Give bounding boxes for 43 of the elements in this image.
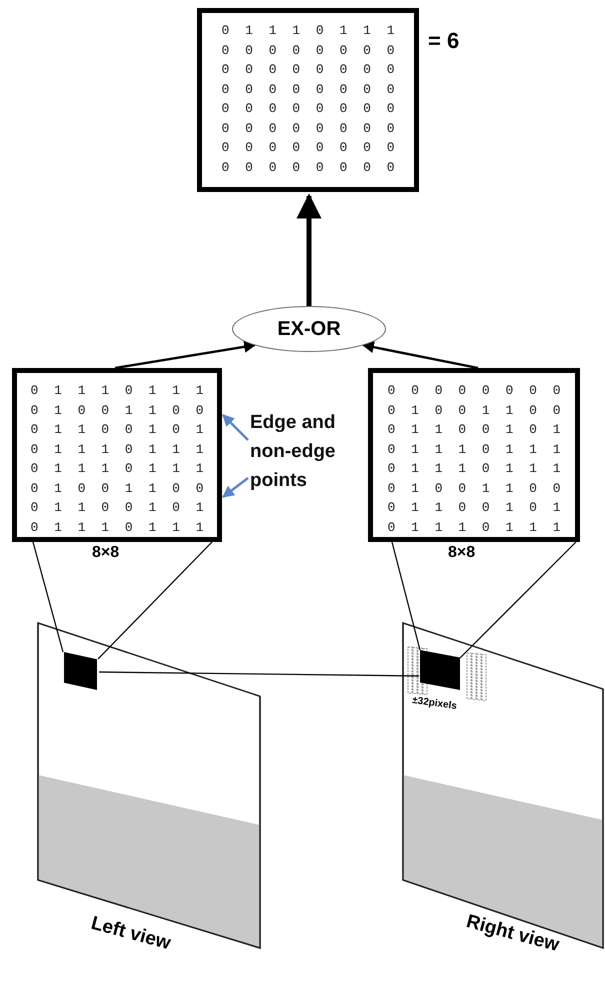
connector-line: [391, 541, 577, 659]
matrix-row-text: 0 1 1 1 0 1 1 1: [386, 518, 565, 536]
matrix-row-text: 0 1 0 0 1 1 0 0: [29, 402, 208, 420]
matrix-row-text: 0 0 0 0 0 0 0 0: [220, 158, 399, 176]
binary-matrix: [197, 8, 419, 192]
matrix-row-text: 0 0 0 0 0 0 0 0: [220, 120, 399, 138]
matrix-row-text: 0 1 1 0 0 1 0 1: [386, 421, 565, 439]
matrix-row-text: 0 0 0 0 0 0 0 0: [220, 61, 399, 79]
arrow: [222, 414, 249, 441]
matrix-row-text: 0 1 1 1 0 1 1 1: [386, 460, 565, 478]
matrix-row-text: 0 1 1 1 0 1 1 1: [29, 518, 208, 536]
binary-matrix: [12, 368, 222, 542]
thick-arrow: [296, 194, 322, 306]
matrix-row-text: 0 1 1 0 0 1 0 1: [29, 499, 208, 517]
view-label: Left view: [88, 912, 173, 956]
arrow: [362, 341, 478, 370]
matrix-row-text: 0 0 0 0 0 0 0 0: [220, 100, 399, 118]
matrix-row-text: 0 0 0 0 0 0 0 0: [220, 80, 399, 98]
matrix-row-text: 0 0 0 0 0 0 0 0: [386, 382, 565, 400]
matrix-row-text: 0 1 1 1 0 1 1 1: [29, 382, 208, 400]
matrix-row-text: 0 1 1 1 0 1 1 1: [220, 22, 399, 40]
matrix-row-text: 0 1 1 0 0 1 0 1: [386, 499, 565, 517]
connector-line: [99, 671, 419, 677]
arrow: [222, 477, 249, 498]
matrix-row-text: 0 1 0 0 1 1 0 0: [386, 480, 565, 498]
view-label: Right view: [464, 911, 562, 957]
binary-matrix: [368, 368, 580, 542]
matrix-row-text: 0 1 0 0 1 1 0 0: [29, 480, 208, 498]
connector-line: [32, 541, 213, 660]
matrix-row-text: 0 0 0 0 0 0 0 0: [220, 139, 399, 157]
range-label: ±32pixels: [411, 694, 458, 712]
matrix-row-text: 0 1 0 0 1 1 0 0: [386, 402, 565, 420]
size-label: 8×8: [448, 544, 476, 562]
matrix-row-text: 0 1 1 1 0 1 1 1: [29, 440, 208, 458]
operation-label: EX-OR: [277, 318, 341, 340]
matrix-row-text: 0 1 1 0 0 1 0 1: [29, 421, 208, 439]
size-label: 8×8: [92, 544, 120, 562]
matrix-row-text: 0 0 0 0 0 0 0 0: [220, 42, 399, 60]
matrix-row-text: 0 1 1 1 0 1 1 1: [29, 460, 208, 478]
result-value: = 6: [428, 28, 460, 54]
arrow: [114, 340, 256, 370]
annotation-text: Edge and non-edge points: [250, 408, 370, 498]
matrix-row-text: 0 1 1 1 0 1 1 1: [386, 440, 565, 458]
